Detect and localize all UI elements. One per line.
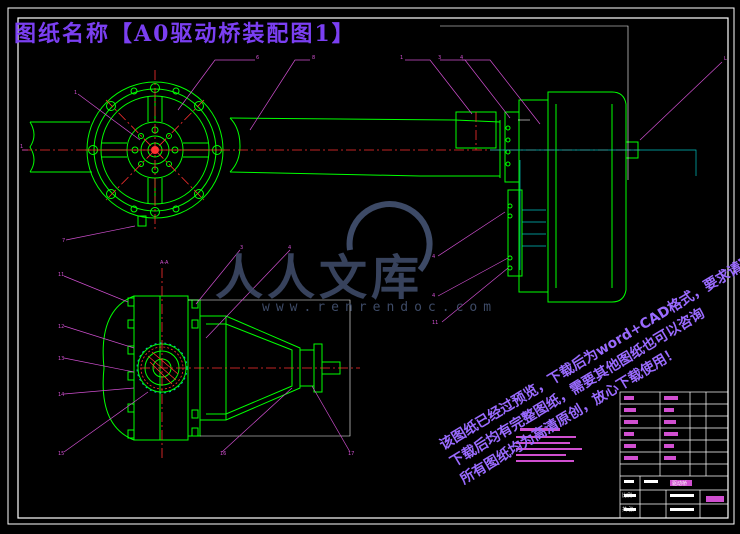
svg-text:3: 3	[438, 55, 441, 61]
svg-text:4: 4	[432, 254, 435, 260]
title-block-fills	[624, 396, 724, 502]
svg-text:L: L	[724, 56, 727, 62]
title-block-name: 驱动桥	[672, 481, 688, 487]
svg-text:12: 12	[58, 324, 64, 330]
leaders-top	[22, 59, 723, 323]
gear-teeth	[136, 342, 188, 394]
drawing-title: 图纸名称【A0驱动桥装配图1】	[14, 21, 356, 47]
svg-text:13: 13	[58, 356, 64, 362]
watermark-logo	[346, 201, 433, 272]
svg-text:17: 17	[348, 451, 354, 457]
svg-text:11: 11	[432, 320, 438, 326]
svg-text:6: 6	[256, 55, 259, 61]
watermark-brand: 人人文库	[215, 250, 424, 306]
title-block-scale: 比例	[622, 493, 633, 499]
ring-bolts	[88, 83, 222, 217]
dimensions-top	[490, 149, 697, 270]
frame-lines	[440, 25, 629, 180]
outer-border	[7, 7, 735, 525]
svg-text:1: 1	[74, 90, 77, 96]
title-block-marks	[624, 480, 694, 511]
frame-lower	[188, 299, 351, 437]
title-block	[619, 391, 729, 519]
svg-text:A-A: A-A	[160, 260, 169, 266]
svg-text:11: 11	[58, 272, 64, 278]
svg-text:14: 14	[58, 392, 64, 398]
svg-text:7: 7	[62, 238, 65, 244]
svg-text:1: 1	[20, 144, 23, 150]
leaders-front	[63, 249, 351, 453]
svg-text:4: 4	[288, 245, 291, 251]
svg-text:8: 8	[312, 55, 315, 61]
part-numbers-front: 11 12 13 14 15 3 4 16 17 A-A	[58, 245, 354, 457]
watermark-url: www.renrendoc.com	[262, 300, 498, 315]
svg-text:16: 16	[220, 451, 226, 457]
svg-text:15: 15	[58, 451, 64, 457]
technical-notes	[516, 428, 582, 462]
gear-section	[140, 268, 360, 460]
inner-border	[17, 17, 729, 519]
svg-text:4: 4	[432, 293, 435, 299]
svg-text:3: 3	[240, 245, 243, 251]
svg-text:4: 4	[460, 55, 463, 61]
svg-text:1: 1	[400, 55, 403, 61]
centerlines-top	[22, 70, 640, 230]
title-block-sheet: 共 张	[622, 507, 634, 513]
